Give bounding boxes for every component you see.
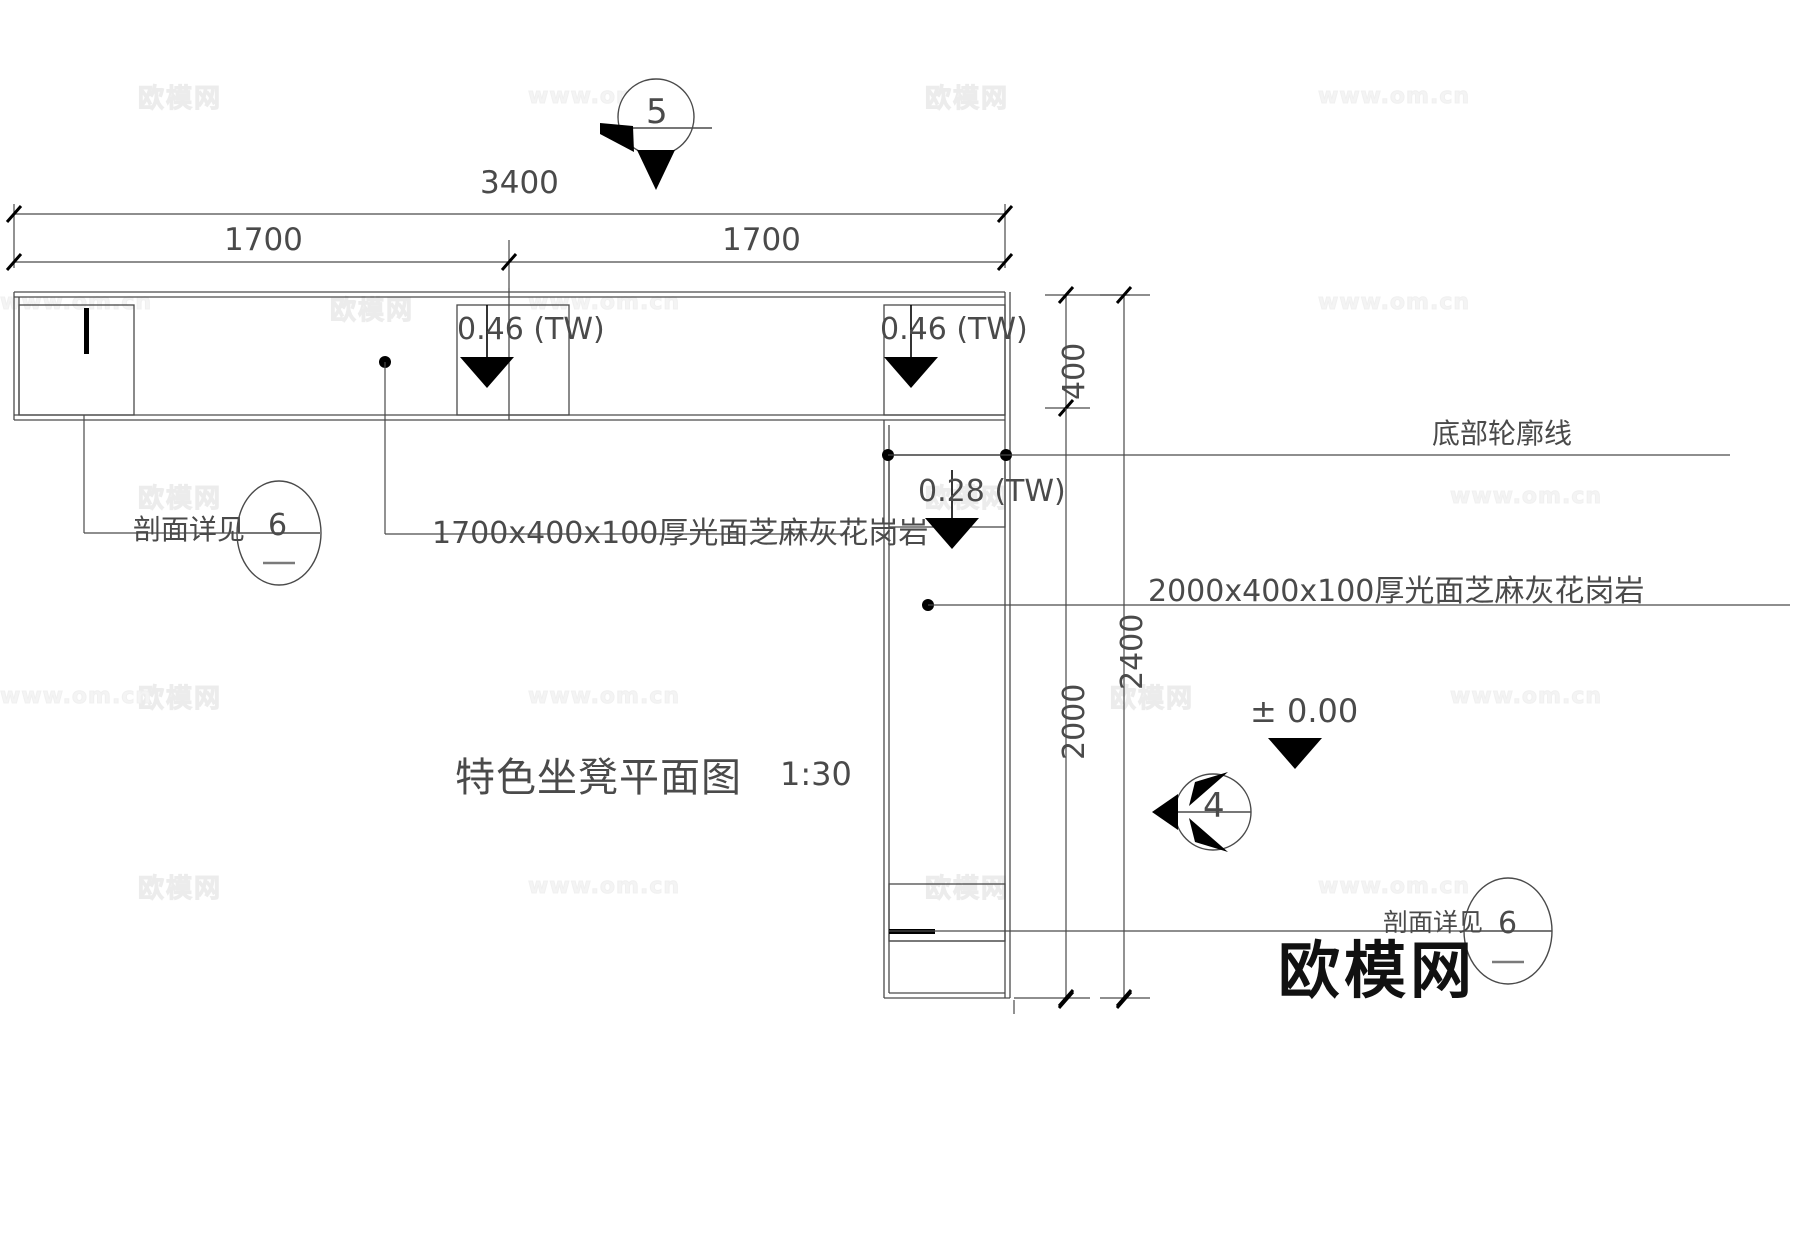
elevation-symbol-tw-right (884, 305, 938, 388)
dimension-1700-right: 1700 (722, 222, 801, 258)
detail-callout-6-bottom-right[interactable] (1462, 877, 1553, 985)
elevation-symbol-tw-vertical (925, 470, 979, 549)
dimension-1700-left: 1700 (224, 222, 303, 258)
section-marker-4[interactable] (1152, 772, 1252, 852)
dimension-2000: 2000 (1057, 683, 1092, 760)
bench-horizontal-plan (13, 288, 1006, 421)
section-marker-5[interactable] (600, 78, 712, 190)
drawing-title: 特色坐凳平面图 (455, 755, 742, 801)
elevation-datum: ± 0.00 (1250, 692, 1359, 730)
section-marker-5-number: 5 (646, 92, 668, 132)
dimension-3400: 3400 (480, 165, 559, 201)
elevation-tw-right: 0.46 (TW) (880, 312, 1028, 347)
dimension-400: 400 (1057, 342, 1092, 400)
callout-bottom-right-number: 6 (1498, 906, 1518, 941)
elevation-tw-vertical: 0.28 (TW) (918, 474, 1066, 509)
leader-lines (83, 356, 1790, 932)
annotation-bottom-outline: 底部轮廓线 (1432, 417, 1573, 450)
dimension-chain-top (5, 204, 1014, 288)
drawing-scale: 1:30 (780, 755, 852, 793)
elevation-tw-left: 0.46 (TW) (457, 312, 605, 347)
annotation-granite-2000: 2000x400x100厚光面芝麻灰花岗岩 (1148, 574, 1645, 609)
section-marker-4-number: 4 (1203, 786, 1225, 826)
dimension-2400: 2400 (1115, 613, 1150, 690)
callout-bottom-right-label: 剖面详见 (1383, 908, 1484, 937)
bench-vertical-plan (883, 292, 1011, 999)
elevation-symbol-datum (1268, 738, 1322, 769)
elevation-symbol-tw-left (460, 305, 514, 388)
callout-left-number: 6 (268, 508, 288, 543)
callout-left-label: 剖面详见 (133, 513, 246, 546)
detail-callout-6-left[interactable] (236, 480, 322, 586)
annotation-granite-1700: 1700x400x100厚光面芝麻灰花岗岩 (432, 516, 929, 551)
bottom-stub-ticks (1013, 990, 1133, 1014)
